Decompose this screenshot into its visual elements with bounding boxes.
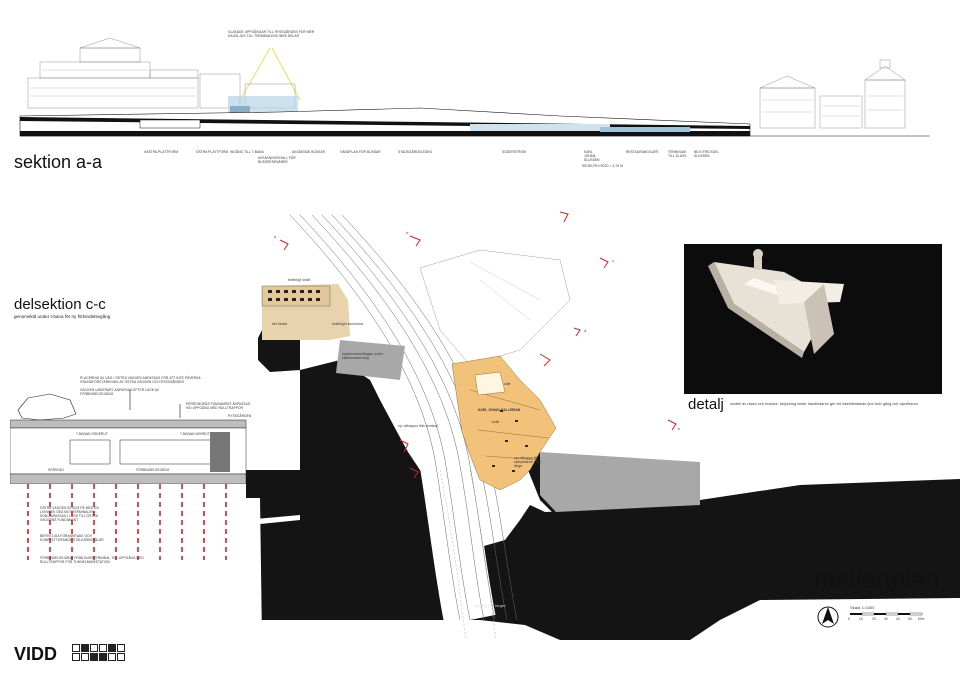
section-cc-note-3: RYSSGÅRDEN bbox=[228, 414, 252, 418]
plan-label-3: kopiamonmenttiggen under stadermadra ber… bbox=[342, 352, 384, 360]
section-aa-label-2: INGÅNG TILL T-BANA bbox=[230, 150, 264, 154]
marker-d: d bbox=[584, 328, 586, 333]
north-arrow-icon bbox=[817, 606, 839, 628]
section-aa-sublabel-0: AVSÄKNINGSHALL FÖR BUSSRESENÄRER bbox=[258, 156, 296, 164]
plan-label-1: def fundat bbox=[272, 322, 288, 326]
section-cc-note-5: T-BANAN NORRUT bbox=[180, 432, 210, 436]
scale-tick-6: 60m bbox=[918, 617, 925, 621]
section-aa-label-3: AVGÅENDE BUSSAR bbox=[292, 150, 325, 154]
section-cc-subtitle: genomskitt under t-bana för ny förbindel… bbox=[14, 314, 111, 319]
section-aa: GLASADE UPPGÅNGAR TILL RYSSGÅRDEN FÖR ME… bbox=[0, 0, 960, 200]
section-cc-note-8: ÖSTRA VÄGGEN BYGGS PÅ MED EN LIVINGEK DE… bbox=[40, 506, 99, 522]
section-aa-label-1: ÖSTRA PLATTFORM bbox=[196, 150, 229, 154]
section-cc-note-6: SPÅRVÄG bbox=[48, 468, 65, 472]
plan-label-8: ny rulltrappa till saltsjöbanan / bef. l… bbox=[514, 456, 542, 468]
section-aa-label-5: STADSGÅRDSLEDEN bbox=[398, 150, 432, 154]
section-cc-title: delsektion c-c bbox=[14, 296, 106, 313]
scale-tick-1: 10 bbox=[859, 617, 863, 621]
section-aa-sublabel-1: SEGELFRI HÖJD = 3,75 M bbox=[582, 164, 623, 168]
plan-label-4: KARL JOHAN GALLERIAN bbox=[478, 408, 521, 412]
section-aa-label-10: NILS ERICSON-SLUSSEN bbox=[694, 150, 719, 158]
marker-c: c bbox=[612, 258, 614, 263]
section-aa-annotation: GLASADE UPPGÅNGAR TILL RYSSGÅRDEN FÖR ME… bbox=[228, 30, 315, 38]
section-aa-drawing bbox=[19, 37, 930, 137]
scale-tick-2: 20 bbox=[872, 617, 876, 621]
section-cc-note-7: FÖRBINDELSEGÅNG bbox=[136, 468, 170, 472]
plan-label-5: café bbox=[504, 382, 511, 386]
detail-title: detalj bbox=[688, 396, 724, 413]
section-aa-label-9: TERMINUM TILL SLUSS bbox=[668, 150, 687, 158]
plan-label-2: befintliget kontorlanx bbox=[332, 322, 364, 326]
logo-grid-icon bbox=[72, 644, 125, 661]
plan-label-6: butik bbox=[492, 420, 500, 424]
plan-label-7: ny rulltrappor från terminal bbox=[398, 424, 439, 428]
marker-e: e bbox=[678, 426, 681, 431]
plan-title: mellanplan bbox=[814, 564, 940, 594]
section-aa-label-7: KARL JOHAN-SLUSSEN bbox=[584, 150, 600, 162]
detail-photo bbox=[684, 244, 942, 394]
scale-tick-3: 30 bbox=[884, 617, 888, 621]
section-aa-title: sektion a-a bbox=[14, 152, 103, 172]
section-aa-label-4: VÄNDPLAN FÖR BUSSAR bbox=[340, 150, 381, 154]
marker-b: b bbox=[406, 230, 409, 235]
section-aa-label-8: RESTAURANG/CAFÉ bbox=[626, 150, 659, 154]
section-cc-note-2: PERRONGENS FUNDAMENT ANPASSAS VID UPPGÅN… bbox=[186, 402, 251, 410]
plan-label-0: befintligt fundit bbox=[288, 278, 311, 282]
section-cc-note-10: FÖRBINDELSEGÅNG FRÅN BUSSTERMINAL TILL U… bbox=[40, 556, 144, 564]
section-aa-label-0: VÄSTRA PLATTFORM bbox=[144, 150, 179, 154]
section-cc-drawing bbox=[10, 390, 247, 560]
railing-model-image bbox=[708, 249, 844, 358]
section-cc-note-4: T-BANAN SÖDERUT bbox=[76, 432, 108, 436]
section-aa-label-6: SÖDERSTRÖM bbox=[502, 150, 526, 154]
vidd-logo: VIDD bbox=[14, 644, 58, 664]
section-cc-note-1: VÄGGEN UNDERART ANPASSAS EFTER LÄGE AV F… bbox=[80, 388, 160, 396]
detail-description: modell av räcke och brokant, belysning u… bbox=[730, 402, 919, 406]
section-cc-note-0: PLACERING AV VÄG I ÖSTRA VÄGGEN ANPASSAS… bbox=[80, 376, 201, 384]
scale-tick-4: 40 bbox=[896, 617, 900, 621]
marker-a: a bbox=[274, 234, 277, 239]
scale-bar bbox=[850, 612, 923, 616]
scale-tick-5: 50 bbox=[908, 617, 912, 621]
section-cc-note-9: BEFINTLIGA FÖRANKRADE OCH KOMPLETTERANDE… bbox=[40, 534, 104, 542]
plan-label-9: uppgång Vita bergen bbox=[474, 604, 506, 608]
scale-tick-0: 0 bbox=[848, 617, 850, 621]
scale-label: Skala 1:1000 bbox=[850, 605, 875, 610]
